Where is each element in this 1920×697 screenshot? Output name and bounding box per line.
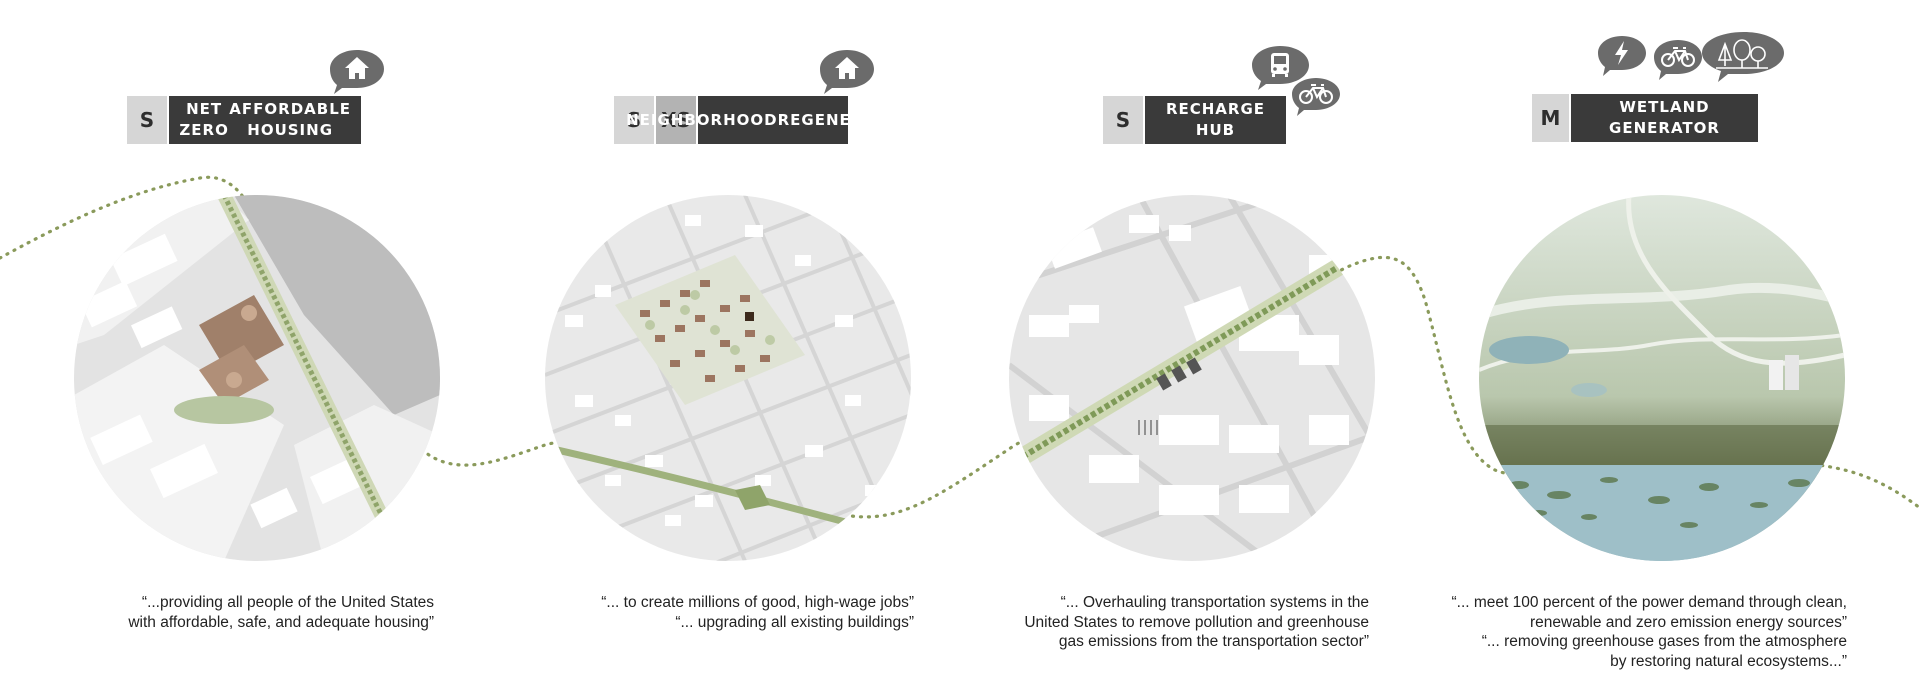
aerial-site-render xyxy=(74,195,440,561)
title-line: RECHARGE HUB xyxy=(1165,100,1266,139)
map-wetland-generator xyxy=(1479,195,1845,561)
strategy-title: NET ZERO AFFORDABLE HOUSING xyxy=(169,96,361,144)
strategy-title: WETLAND GENERATOR xyxy=(1571,94,1758,142)
quote-line: renewable and zero emission energy sourc… xyxy=(1529,613,1847,631)
scale-tag: S xyxy=(614,96,654,144)
title-line: NET ZERO xyxy=(179,100,229,139)
quote-line: “... removing greenhouse gases from the … xyxy=(1481,633,1847,650)
title-line: WETLAND GENERATOR xyxy=(1609,98,1720,137)
quote-line: “...providing all people of the United S… xyxy=(141,594,434,611)
quote-housing: “...providing all people of the United S… xyxy=(128,593,434,632)
map-recharge-hub xyxy=(1009,195,1375,561)
quote-neighborhood: “... to create millions of good, high-wa… xyxy=(601,593,914,632)
strategy-badge-1: S NET ZERO AFFORDABLE HOUSING xyxy=(127,96,361,144)
bicycle-icon xyxy=(1292,78,1340,116)
quote-wetland: “... meet 100 percent of the power deman… xyxy=(1452,593,1848,671)
lightning-icon xyxy=(1598,36,1646,76)
quote-line: with affordable, safe, and adequate hous… xyxy=(128,613,434,631)
aerial-site-render xyxy=(1009,195,1375,561)
strategy-title: NEIGHBORHOOD REGENERATION xyxy=(626,96,919,144)
strategy-title: RECHARGE HUB xyxy=(1145,96,1286,144)
quote-line: “... to create millions of good, high-wa… xyxy=(601,594,914,611)
quote-recharge-hub: “... Overhauling transportation systems … xyxy=(1024,593,1369,652)
quote-line: United States to remove pollution and gr… xyxy=(1024,613,1369,631)
scale-tag: XS xyxy=(656,96,696,144)
trees-icon xyxy=(1702,32,1784,82)
house-icon xyxy=(330,50,384,94)
title-line: NEIGHBORHOOD xyxy=(626,110,778,129)
strategy-badge-2: S XS NEIGHBORHOOD REGENERATION xyxy=(614,96,919,144)
aerial-site-render xyxy=(1479,195,1845,561)
map-net-zero-housing xyxy=(74,195,440,561)
map-neighborhood-regeneration xyxy=(545,195,911,561)
quote-line: “... upgrading all existing buildings” xyxy=(675,613,914,631)
house-icon xyxy=(820,50,874,94)
bicycle-icon xyxy=(1654,40,1702,80)
title-line: AFFORDABLE HOUSING xyxy=(229,100,351,139)
quote-line: “... Overhauling transportation systems … xyxy=(1060,594,1369,611)
strategy-badge-3: S RECHARGE HUB xyxy=(1103,96,1286,144)
quote-line: by restoring natural ecosystems...” xyxy=(1610,652,1847,670)
title-line: REGENERATION xyxy=(777,110,920,129)
bus-icon xyxy=(1252,46,1309,90)
aerial-site-render xyxy=(545,195,911,561)
scale-tag: M xyxy=(1532,94,1569,142)
quote-line: “... meet 100 percent of the power deman… xyxy=(1451,594,1848,611)
quote-line: gas emissions from the transportation se… xyxy=(1058,633,1369,650)
scale-tag: S xyxy=(1103,96,1143,144)
scale-tag: S xyxy=(127,96,167,144)
strategy-badge-4: M WETLAND GENERATOR xyxy=(1532,94,1758,142)
